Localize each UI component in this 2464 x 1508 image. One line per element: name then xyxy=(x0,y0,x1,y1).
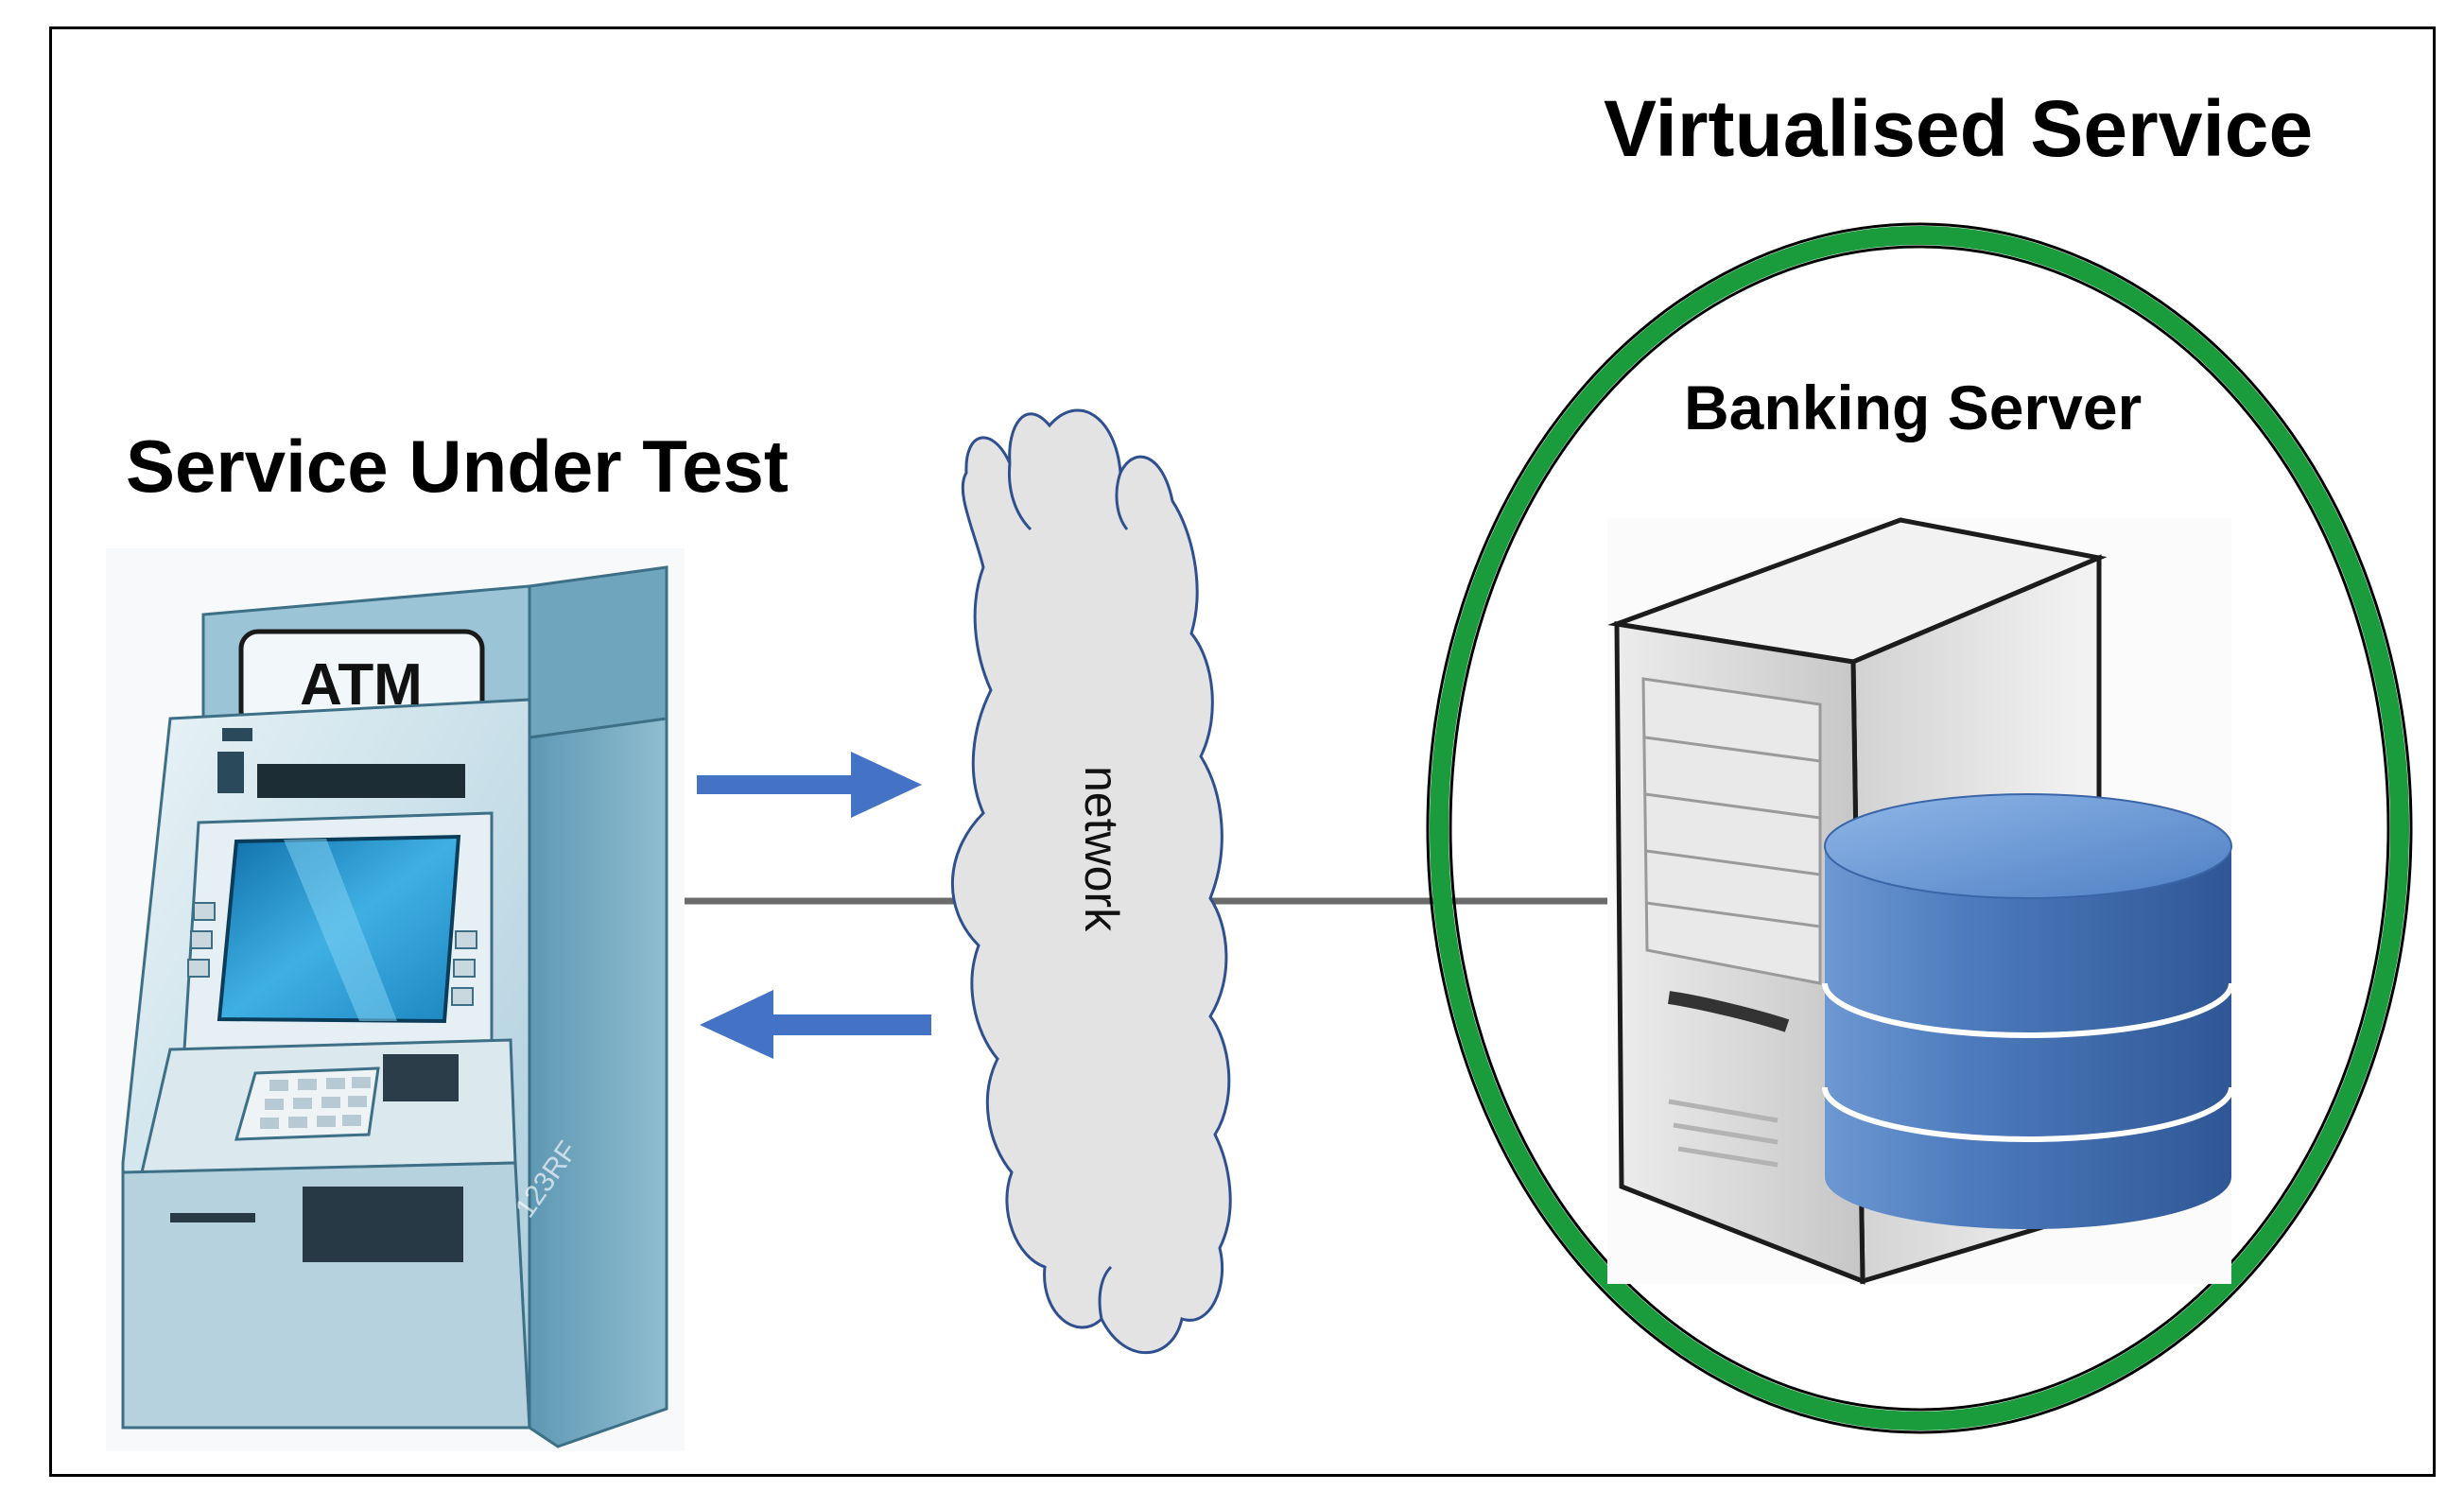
virtualised-service-outline xyxy=(1426,222,2413,1434)
banking-server-title: Banking Server xyxy=(1684,373,2143,442)
database-cylinder-icon xyxy=(1822,793,2234,1229)
virtualised-service-title: Virtualised Service xyxy=(1604,84,2314,173)
atm-sign-text: ATM xyxy=(300,652,423,718)
request-arrow xyxy=(697,752,922,818)
virtualised-service-boundary xyxy=(1430,226,2409,1430)
diagram-frame xyxy=(49,26,2436,1477)
atm-machine-icon: ATM 123RF xyxy=(106,548,685,1451)
response-arrow xyxy=(700,990,931,1059)
network-cloud-icon xyxy=(951,408,1232,1355)
service-under-test-title: Service Under Test xyxy=(126,425,789,508)
network-label: network xyxy=(1075,766,1128,932)
